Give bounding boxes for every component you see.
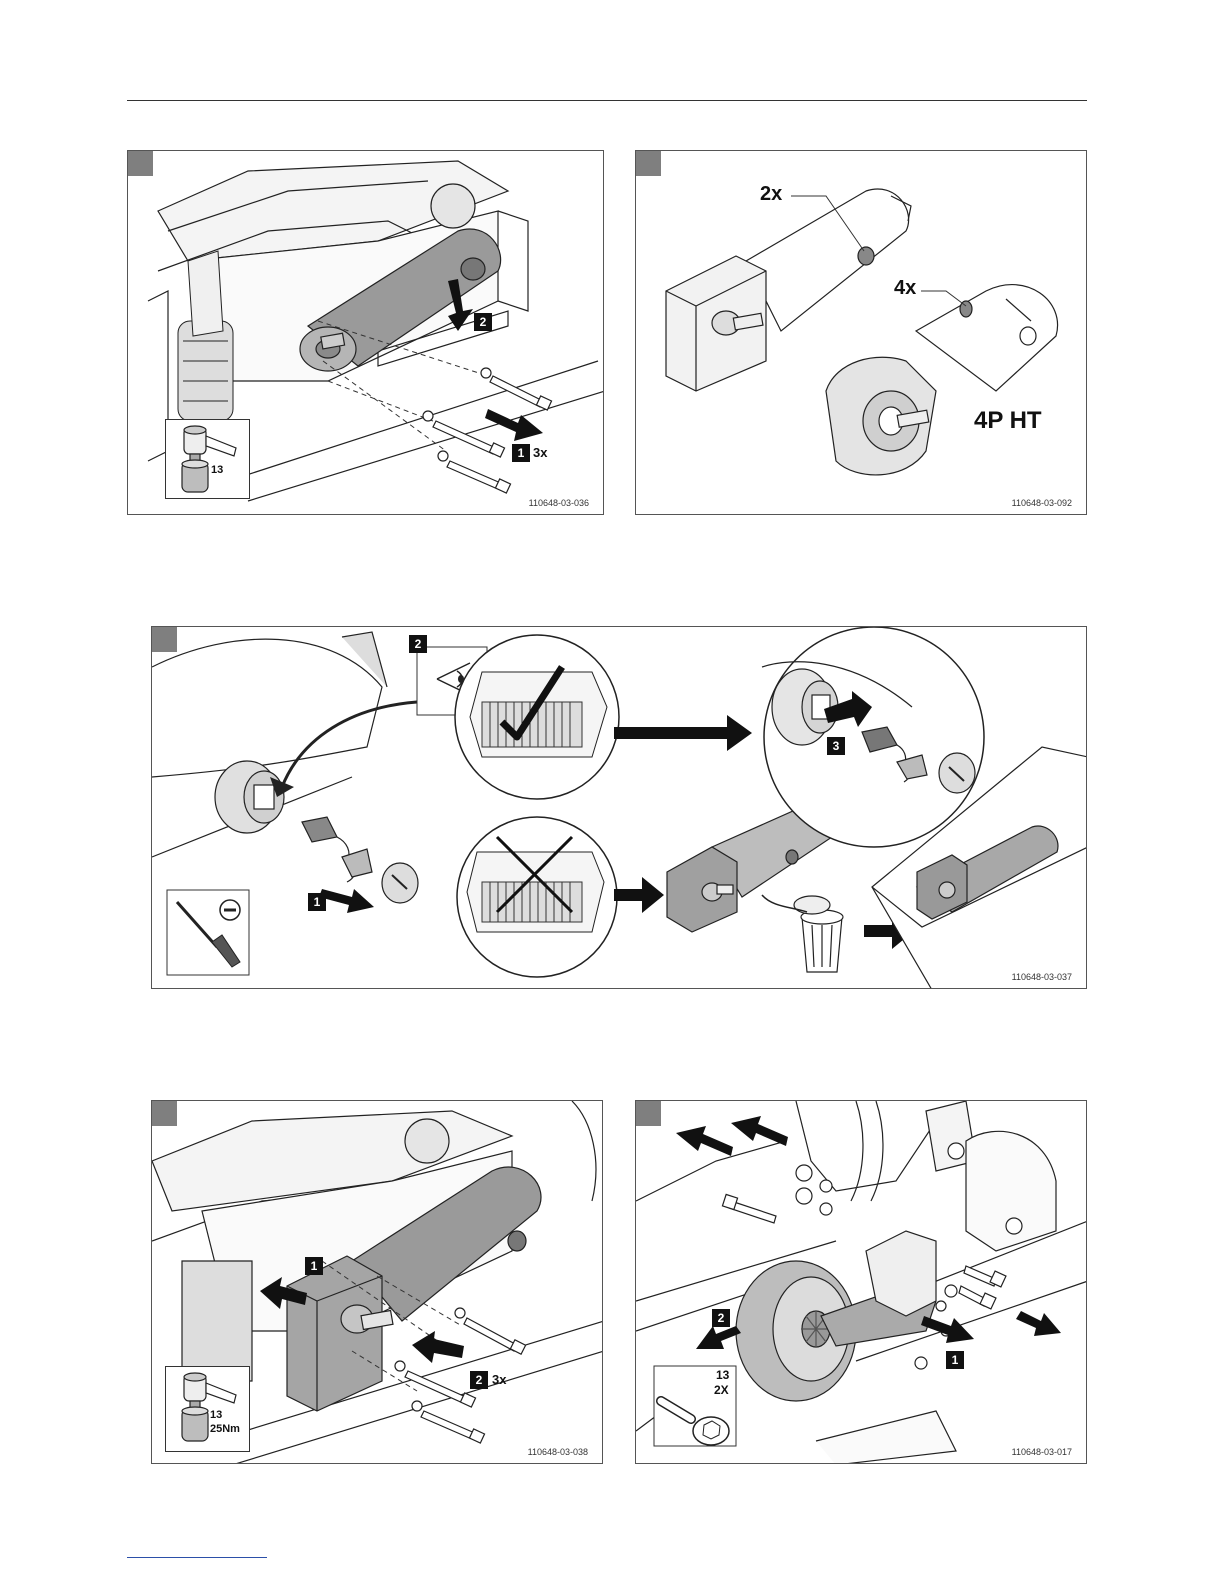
figure-code: 110648-03-036	[529, 498, 589, 508]
step-quantity: 3x	[492, 1372, 506, 1387]
tool-size-label: 13	[211, 464, 223, 477]
brush-inspection-illustration	[152, 627, 1087, 989]
wheel-removal-illustration	[636, 1101, 1087, 1464]
step-badge-2: 2	[474, 313, 492, 331]
step-badge-2: 2	[409, 635, 427, 653]
figure-motor-variants: 2x 4x 4P HT 110648-03-092	[635, 150, 1087, 515]
figure-tab	[152, 627, 177, 652]
header-rule	[127, 100, 1087, 101]
step-badge-1: 1	[305, 1257, 323, 1275]
step-badge-1: 1	[946, 1351, 964, 1369]
figure-tab	[636, 1101, 661, 1126]
tool-torque-label: 25Nm	[210, 1423, 240, 1436]
figure-remove-wheel: 2 1 13 2X 110648-03-017	[635, 1100, 1087, 1464]
tool-size-label: 13	[210, 1409, 222, 1422]
footer-rule	[127, 1557, 267, 1558]
tool-box: 13 25Nm	[165, 1366, 250, 1452]
motor-variants-illustration	[636, 151, 1087, 515]
tool-box: 13	[165, 419, 250, 499]
figure-code: 110648-03-038	[528, 1447, 588, 1457]
figure-brush-inspection: 2 1 3 110648-03-037	[151, 626, 1087, 989]
callout-4x: 4x	[894, 277, 916, 300]
step-badge-1: 1	[308, 893, 326, 911]
step-quantity: 3x	[533, 445, 547, 460]
figure-remove-motor: 2 1 3x 13 110648-03-036	[127, 150, 604, 515]
tool-quantity-label: 2X	[714, 1384, 729, 1397]
step-badge-3: 3	[827, 737, 845, 755]
step-badge-2: 2	[712, 1309, 730, 1327]
figure-code: 110648-03-037	[1012, 972, 1072, 982]
callout-2x: 2x	[760, 183, 782, 206]
figure-install-motor: 1 2 3x 13 25Nm 110648-03-038	[151, 1100, 603, 1464]
socket-wrench-icon	[166, 420, 251, 500]
tool-size-label: 13	[716, 1369, 729, 1382]
figure-code: 110648-03-017	[1012, 1447, 1072, 1457]
torque-wrench-icon	[166, 1367, 251, 1453]
step-badge-2: 2	[470, 1371, 488, 1389]
model-label: 4P HT	[974, 407, 1042, 435]
figure-tab	[152, 1101, 177, 1126]
step-badge-1: 1	[512, 444, 530, 462]
figure-code: 110648-03-092	[1012, 498, 1072, 508]
